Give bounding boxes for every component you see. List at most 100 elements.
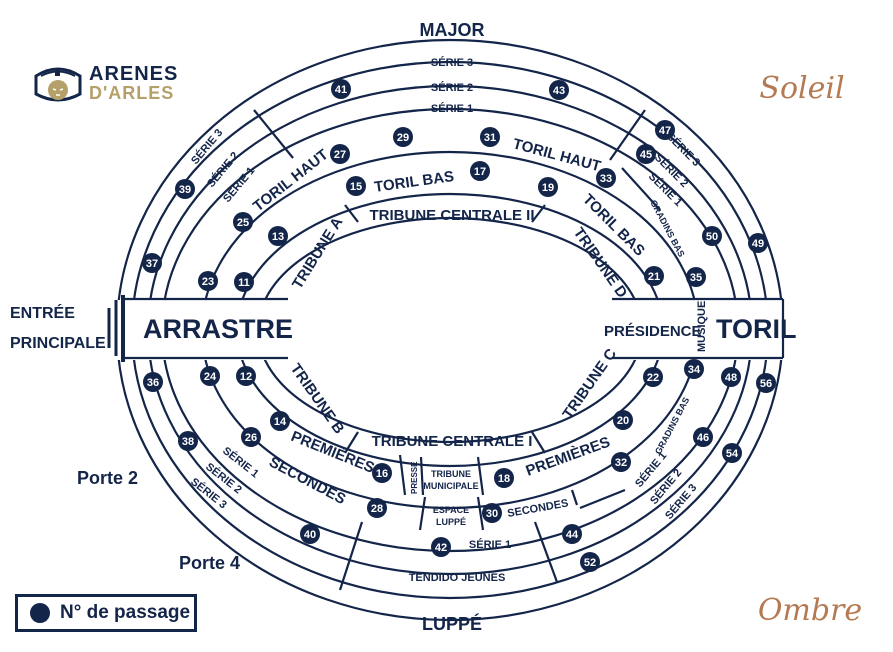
- passage-number: 18: [498, 473, 510, 485]
- major-label: MAJOR: [419, 20, 484, 40]
- passage-marker-circle: [270, 411, 290, 431]
- serie-1-bottom: SÉRIE 1: [469, 538, 511, 551]
- passage-marker-32[interactable]: 32: [611, 452, 631, 472]
- tendido-jeunes-label[interactable]: TENDIDO JEUNES: [409, 572, 506, 584]
- passage-number: 32: [615, 457, 627, 469]
- passage-number: 39: [179, 184, 191, 196]
- passage-marker-circle: [236, 366, 256, 386]
- toril-bas-top-label[interactable]: TORIL BAS: [373, 168, 455, 196]
- passage-marker-circle: [198, 271, 218, 291]
- passage-marker-34[interactable]: 34: [684, 359, 704, 379]
- passage-number: 21: [648, 271, 660, 283]
- passage-marker-42[interactable]: 42: [431, 537, 451, 557]
- passage-marker-49[interactable]: 49: [748, 233, 768, 253]
- passage-marker-13[interactable]: 13: [268, 226, 288, 246]
- passage-marker-circle: [367, 498, 387, 518]
- passage-marker-30[interactable]: 30: [482, 503, 502, 523]
- passage-marker-56[interactable]: 56: [756, 373, 776, 393]
- passage-marker-28[interactable]: 28: [367, 498, 387, 518]
- passage-number: 42: [435, 542, 447, 554]
- espace-luppe-label-1[interactable]: ESPACE: [433, 505, 469, 515]
- passage-marker-38[interactable]: 38: [178, 431, 198, 451]
- passage-number: 16: [376, 468, 388, 480]
- passage-marker-47[interactable]: 47: [655, 120, 675, 140]
- passage-number: 12: [240, 371, 252, 383]
- tribune-a-label[interactable]: TRIBUNE A: [289, 214, 346, 292]
- arrastre-label: ARRASTRE: [143, 314, 293, 344]
- passage-marker-21[interactable]: 21: [644, 266, 664, 286]
- passage-number: 22: [647, 372, 659, 384]
- passage-marker-circle: [233, 212, 253, 232]
- serie-3-top: SÉRIE 3: [431, 56, 473, 69]
- tribune-centrale-2-label[interactable]: TRIBUNE CENTRALE II: [370, 207, 535, 224]
- passage-marker-20[interactable]: 20: [613, 410, 633, 430]
- tribune-municipale-label-2[interactable]: MUNICIPALE: [423, 481, 478, 491]
- passage-marker-26[interactable]: 26: [241, 427, 261, 447]
- passage-marker-50[interactable]: 50: [702, 226, 722, 246]
- passage-number: 34: [688, 364, 701, 376]
- passage-number: 23: [202, 276, 214, 288]
- passage-marker-12[interactable]: 12: [236, 366, 256, 386]
- passage-marker-circle: [580, 552, 600, 572]
- passage-marker-22[interactable]: 22: [643, 367, 663, 387]
- passage-marker-circle: [300, 524, 320, 544]
- passage-marker-circle: [686, 267, 706, 287]
- passage-number: 29: [397, 132, 409, 144]
- passage-marker-circle: [549, 80, 569, 100]
- passage-marker-31[interactable]: 31: [480, 127, 500, 147]
- passage-marker-circle: [613, 410, 633, 430]
- espace-luppe-label-2[interactable]: LUPPÉ: [436, 517, 466, 527]
- passage-marker-circle: [241, 427, 261, 447]
- legend-label: N° de passage: [60, 602, 191, 623]
- passage-number: 15: [350, 181, 362, 193]
- passage-marker-44[interactable]: 44: [562, 524, 582, 544]
- passage-marker-24[interactable]: 24: [200, 366, 220, 386]
- passage-marker-circle: [372, 463, 392, 483]
- passage-marker-14[interactable]: 14: [270, 411, 290, 431]
- tribune-b-label[interactable]: TRIBUNE B: [287, 361, 348, 438]
- passage-marker-19[interactable]: 19: [538, 177, 558, 197]
- tribune-centrale-1-label[interactable]: TRIBUNE CENTRALE I: [372, 433, 533, 450]
- passage-marker-45[interactable]: 45: [636, 144, 656, 164]
- passage-marker-circle: [702, 226, 722, 246]
- porte-2-label[interactable]: Porte 2: [77, 468, 138, 488]
- passage-marker-16[interactable]: 16: [372, 463, 392, 483]
- tribune-c-label[interactable]: TRIBUNE C: [559, 346, 620, 423]
- passage-number: 17: [474, 166, 486, 178]
- passage-marker-25[interactable]: 25: [233, 212, 253, 232]
- passage-marker-17[interactable]: 17: [470, 161, 490, 181]
- musique-label: MUSIQUE: [696, 301, 708, 352]
- passage-number: 38: [182, 436, 194, 448]
- passage-marker-35[interactable]: 35: [686, 267, 706, 287]
- passage-number: 11: [238, 277, 250, 289]
- ring-toril-bas-inner: [235, 192, 665, 468]
- passage-marker-27[interactable]: 27: [330, 144, 350, 164]
- passage-number: 27: [334, 149, 346, 161]
- passage-marker-43[interactable]: 43: [549, 80, 569, 100]
- passage-number: 36: [147, 377, 159, 389]
- passage-marker-36[interactable]: 36: [143, 372, 163, 392]
- passage-marker-39[interactable]: 39: [175, 179, 195, 199]
- tribune-municipale-label-1[interactable]: TRIBUNE: [431, 469, 471, 479]
- entrance-line1: ENTRÉE: [10, 303, 75, 322]
- passage-marker-37[interactable]: 37: [142, 253, 162, 273]
- passage-marker-18[interactable]: 18: [494, 468, 514, 488]
- passage-marker-46[interactable]: 46: [693, 427, 713, 447]
- porte-4-label[interactable]: Porte 4: [179, 553, 240, 573]
- passage-marker-23[interactable]: 23: [198, 271, 218, 291]
- passage-marker-circle: [722, 443, 742, 463]
- passage-marker-33[interactable]: 33: [596, 168, 616, 188]
- passage-marker-circle: [655, 120, 675, 140]
- passage-marker-circle: [268, 226, 288, 246]
- passage-marker-41[interactable]: 41: [331, 79, 351, 99]
- passage-marker-11[interactable]: 11: [234, 272, 254, 292]
- passage-marker-54[interactable]: 54: [722, 443, 742, 463]
- presse-label[interactable]: PRESSE: [410, 461, 419, 494]
- passage-marker-15[interactable]: 15: [346, 176, 366, 196]
- passage-number: 33: [600, 173, 612, 185]
- passage-marker-52[interactable]: 52: [580, 552, 600, 572]
- passage-marker-48[interactable]: 48: [721, 367, 741, 387]
- passage-marker-29[interactable]: 29: [393, 127, 413, 147]
- passage-marker-40[interactable]: 40: [300, 524, 320, 544]
